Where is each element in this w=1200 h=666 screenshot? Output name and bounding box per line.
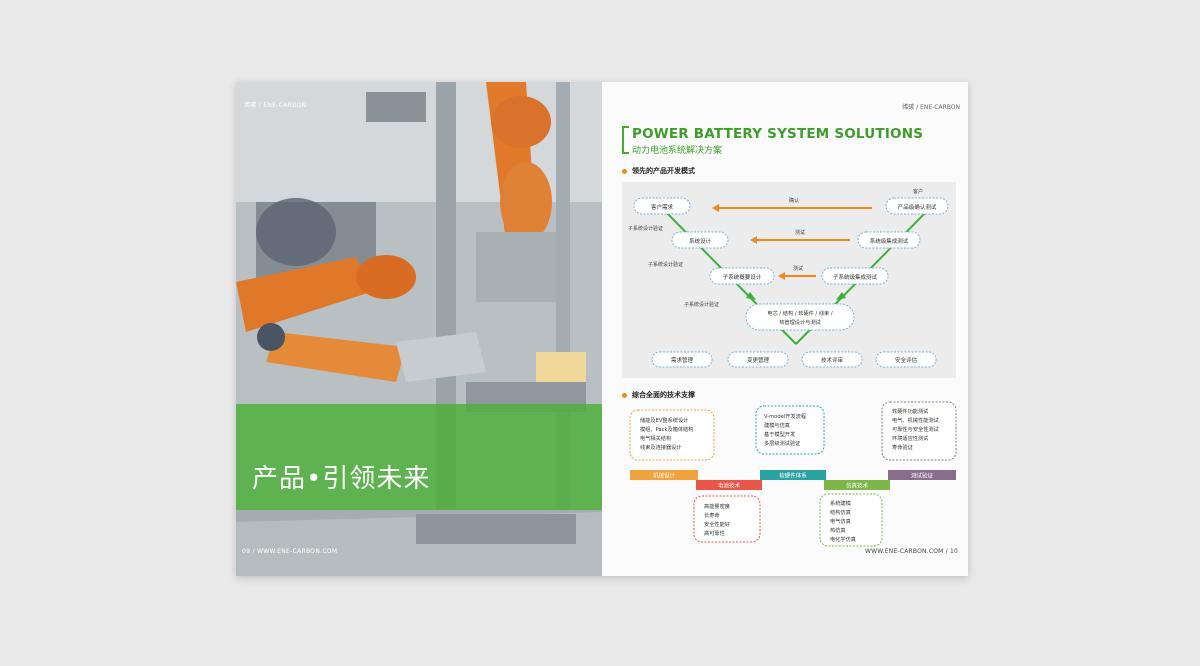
- timeline-bar: 仿真技术: [824, 480, 890, 490]
- section-heading-tech: 综合全面的技术支撑: [622, 390, 695, 400]
- svg-text:变更管理: 变更管理: [747, 356, 770, 364]
- svg-text:安全性能好: 安全性能好: [704, 520, 730, 528]
- vmodel-left-node: 系统设计: [671, 231, 729, 249]
- svg-text:可靠性与安全性测试: 可靠性与安全性测试: [892, 425, 940, 433]
- vmodel-left-node: 客户需求: [633, 197, 691, 215]
- customer-label: 客户: [913, 188, 923, 195]
- svg-text:建模与仿真: 建模与仿真: [764, 421, 790, 429]
- svg-text:热仿真: 热仿真: [830, 526, 846, 534]
- svg-text:软硬件体系: 软硬件体系: [779, 472, 807, 480]
- svg-text:结构仿真: 结构仿真: [830, 508, 851, 516]
- right-brand-mark: 烯碳 / ENE-CARBON: [902, 104, 960, 111]
- svg-text:电气相关结构: 电气相关结构: [640, 434, 671, 442]
- bottom-pill: 技术评审: [801, 351, 863, 368]
- svg-text:技术评审: 技术评审: [821, 356, 844, 364]
- arrow-label: 确认: [789, 197, 799, 204]
- svg-text:子系统概要设计: 子系统概要设计: [723, 273, 762, 281]
- svg-text:高能量密度: 高能量密度: [704, 502, 730, 510]
- page-title: POWER BATTERY SYSTEM SOLUTIONS: [632, 126, 924, 142]
- svg-text:测试验证: 测试验证: [911, 472, 934, 480]
- tech-support-timeline: 储能及EV整系统设计 模组、Pack及箱体结构 电气相关结构 线束及连接器设计 …: [629, 401, 957, 547]
- svg-text:储能及EV整系统设计: 储能及EV整系统设计: [640, 416, 688, 424]
- side-label: 子系统设计验证: [684, 301, 719, 308]
- banner-title: 产品•引领未来: [252, 464, 431, 494]
- svg-text:电化学仿真: 电化学仿真: [830, 535, 856, 543]
- svg-text:线束及连接器设计: 线束及连接器设计: [640, 443, 682, 451]
- factory-photo: [236, 82, 602, 576]
- vmodel-right-node: 系统级集成测试: [857, 231, 921, 249]
- vmodel-bottom-node: 电芯 / 结构 / 软硬件 / 线束 / 热管理设计与测试: [745, 303, 855, 331]
- svg-text:需求管理: 需求管理: [671, 356, 694, 364]
- tech-box-battery: 高能量密度 长寿命 安全性能好 高可靠性: [693, 495, 761, 543]
- timeline-bar: 测试验证: [888, 470, 956, 480]
- svg-text:客户需求: 客户需求: [651, 203, 674, 211]
- svg-text:基于模型开发: 基于模型开发: [764, 430, 795, 438]
- svg-text:高可靠性: 高可靠性: [704, 529, 725, 537]
- side-label: 子系统设计验证: [628, 225, 663, 232]
- v-model-diagram: 客户需求 系统设计 子系统概要设计 产品级确认测试 系统级集成测试: [622, 182, 956, 378]
- svg-text:机械设计: 机械设计: [653, 472, 676, 480]
- vmodel-left-node: 子系统概要设计: [709, 267, 775, 285]
- svg-text:仿真技术: 仿真技术: [846, 482, 869, 490]
- page-subtitle: 动力电池系统解决方案: [632, 146, 723, 156]
- timeline-bar: 电池技术: [696, 480, 762, 490]
- tech-box-software: V-model开发流程 建模与仿真 基于模型开发 多层级测试验证: [755, 405, 825, 455]
- side-label: 子系统设计验证: [648, 261, 683, 268]
- svg-text:子系统级集成测试: 子系统级集成测试: [833, 273, 878, 281]
- bottom-pill: 安全评估: [875, 351, 937, 368]
- left-brand-mark: 烯碳 / ENE-CARBON: [244, 102, 307, 109]
- vmodel-right-node: 产品级确认测试: [885, 197, 949, 215]
- bullet-dot-icon: [622, 168, 627, 174]
- svg-text:热管理设计与测试: 热管理设计与测试: [779, 318, 821, 326]
- svg-text:环境适应性测试: 环境适应性测试: [892, 434, 929, 442]
- left-page: 烯碳 / ENE-CARBON 产品•引领未来 09 / WWW.ENE-CAR…: [236, 82, 602, 576]
- svg-text:V-model开发流程: V-model开发流程: [764, 412, 806, 420]
- tech-box-mechanical: 储能及EV整系统设计 模组、Pack及箱体结构 电气相关结构 线束及连接器设计: [629, 409, 715, 461]
- svg-text:模组、Pack及箱体结构: 模组、Pack及箱体结构: [640, 425, 693, 433]
- svg-text:电芯 / 结构 / 软硬件 / 线束 /: 电芯 / 结构 / 软硬件 / 线束 /: [767, 309, 832, 317]
- tech-box-testing: 软硬件功能测试 电气、机械性能测试 可靠性与安全性测试 环境适应性测试 寿命验证: [881, 401, 957, 461]
- tech-box-simulation: 系统建模 结构仿真 电气仿真 热仿真 电化学仿真: [819, 493, 883, 547]
- svg-text:多层级测试验证: 多层级测试验证: [764, 439, 800, 447]
- svg-text:系统级集成测试: 系统级集成测试: [870, 237, 909, 245]
- svg-text:安全评估: 安全评估: [895, 356, 918, 364]
- svg-text:寿命验证: 寿命验证: [892, 443, 913, 451]
- bullet-dot-icon: [622, 392, 627, 398]
- svg-text:系统建模: 系统建模: [830, 499, 851, 507]
- arrow-label: 测试: [793, 265, 803, 272]
- svg-text:电气仿真: 电气仿真: [830, 517, 851, 525]
- timeline-bar: 软硬件体系: [760, 470, 826, 480]
- svg-text:电气、机械性能测试: 电气、机械性能测试: [892, 416, 940, 424]
- svg-text:电池技术: 电池技术: [718, 482, 741, 490]
- bottom-pill: 需求管理: [651, 351, 713, 368]
- title-bracket: [622, 126, 629, 154]
- brochure-spread: 烯碳 / ENE-CARBON 产品•引领未来 09 / WWW.ENE-CAR…: [236, 82, 968, 576]
- title-banner: 产品•引领未来: [236, 404, 602, 510]
- v-model-svg: 客户需求 系统设计 子系统概要设计 产品级确认测试 系统级集成测试: [628, 188, 949, 368]
- bottom-pill: 变更管理: [727, 351, 789, 368]
- svg-text:软硬件功能测试: 软硬件功能测试: [892, 407, 929, 415]
- left-page-footer: 09 / WWW.ENE-CARBON.COM: [242, 548, 338, 555]
- svg-text:长寿命: 长寿命: [704, 511, 720, 519]
- timeline-bar: 机械设计: [630, 470, 698, 480]
- vmodel-right-node: 子系统级集成测试: [821, 267, 889, 285]
- right-page: 烯碳 / ENE-CARBON POWER BATTERY SYSTEM SOL…: [602, 82, 968, 576]
- right-page-footer: WWW.ENE-CARBON.COM / 10: [864, 548, 958, 555]
- svg-text:系统设计: 系统设计: [689, 237, 712, 245]
- svg-text:产品级确认测试: 产品级确认测试: [898, 203, 937, 211]
- section-heading-development: 领先的产品开发模式: [622, 166, 695, 176]
- arrow-label: 测试: [795, 229, 805, 236]
